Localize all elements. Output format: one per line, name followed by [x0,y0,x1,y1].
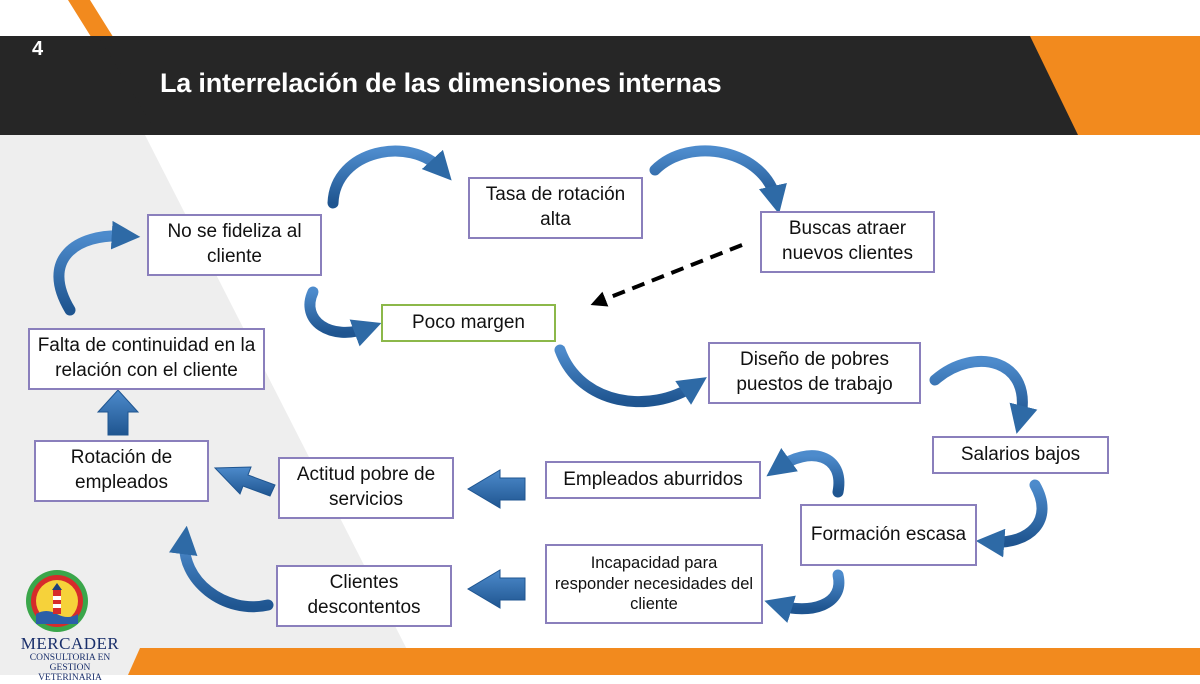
node-buscas-atraer: Buscas atraer nuevos clientes [760,211,935,273]
node-rotacion-empleados: Rotación de empleados [34,440,209,502]
curved-arrow-tasa-to-buscas [649,145,787,214]
node-tasa-rotacion: Tasa de rotación alta [468,177,643,239]
node-diseno-pobres: Diseño de pobres puestos de trabajo [708,342,921,404]
block-arrow-rotacion-to-falta [96,389,140,436]
curved-arrow-clientes-to-rotacion [169,525,274,613]
node-formacion-escasa: Formación escasa [800,504,977,566]
dashed-arrow-buscas-to-poco-margen [590,243,743,307]
node-actitud-pobre: Actitud pobre de servicios [278,457,454,519]
lighthouse-logo-icon [26,570,88,632]
curved-arrow-poco-margen-to-diseno [554,344,707,408]
curved-arrow-formacion-to-empleados [766,448,845,498]
block-arrow-empleados-to-actitud [467,469,526,509]
slide-number: 4 [32,38,44,60]
curved-arrow-no-fideliza-to-poco-margen [304,286,382,347]
slide-title: La interrelación de las dimensiones inte… [160,68,722,98]
block-arrow-incapacidad-to-clientes [467,569,526,609]
logo-tagline: CONSULTORIA EN GESTION VETERINARIA [29,653,111,683]
node-falta-continuidad: Falta de continuidad en la relación con … [28,328,265,390]
curved-arrow-falta-to-no-fideliza [53,220,141,316]
node-poco-margen: Poco margen [381,304,556,342]
node-clientes-descontentos: Clientes descontentos [276,565,452,627]
curved-arrow-salarios-to-formacion [975,479,1048,558]
logo-name: MERCADER [20,634,120,653]
block-arrow-actitud-to-rotacion [213,466,276,497]
node-no-fideliza: No se fideliza al cliente [147,214,322,276]
mercader-logo: MERCADER CONSULTORIA EN GESTION VETERINA… [18,568,119,683]
curved-arrow-no-fideliza-to-tasa [327,145,452,209]
curved-arrow-formacion-to-incapacidad [764,569,845,623]
node-empleados-aburridos: Empleados aburridos [545,461,761,499]
node-incapacidad: Incapacidad para responder necesidades d… [545,544,763,624]
node-salarios-bajos: Salarios bajos [932,436,1109,474]
curved-arrow-diseno-to-salarios [929,355,1038,434]
